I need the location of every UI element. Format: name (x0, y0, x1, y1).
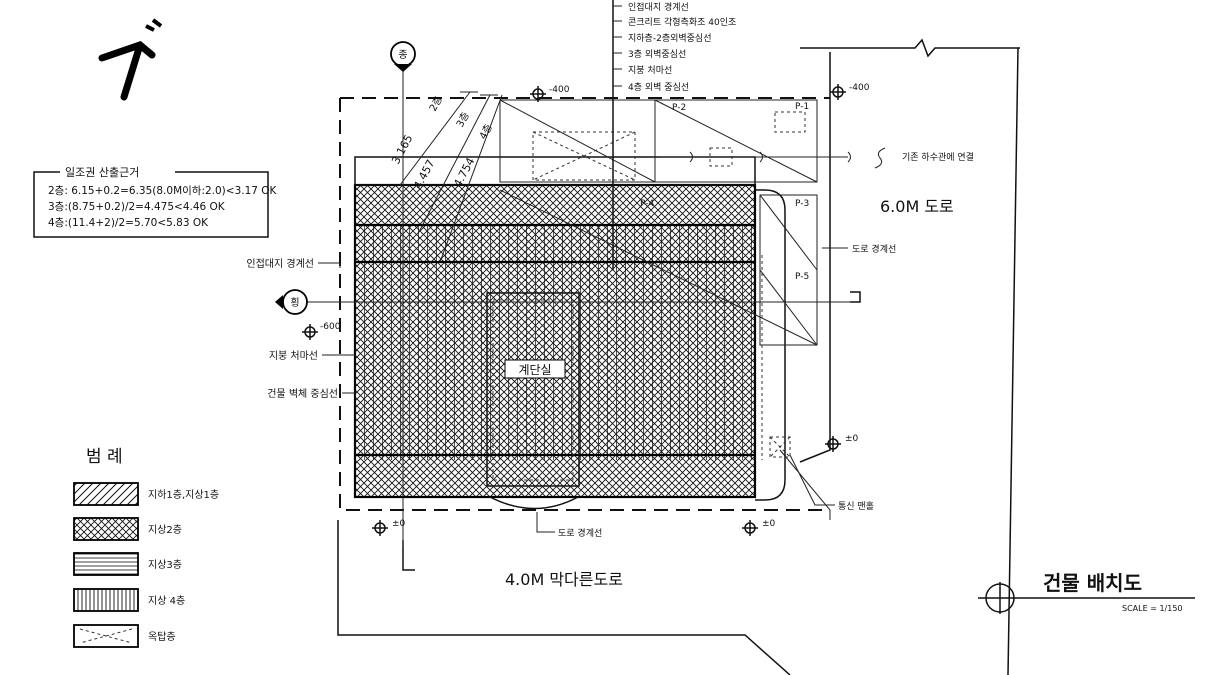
level-marker-icon: ±0 (372, 519, 406, 536)
level-label: ±0 (392, 519, 406, 529)
section-mark-left: 횡 (275, 289, 850, 315)
legend-item: 지상 4층 (73, 588, 185, 612)
legend-label: 지상 4층 (148, 595, 185, 607)
manhole-callout: 통신 맨홀 (838, 500, 874, 512)
left-callout-wall: 건물 벽체 중심선 (267, 388, 338, 400)
level-label: -400 (849, 83, 870, 93)
legend-swatch-diag (73, 482, 139, 506)
legend-item: 옥탑층 (73, 624, 176, 648)
site-boundary-lines (337, 38, 1020, 675)
pit-label: P-3 (795, 199, 809, 209)
left-callout-eaves: 지붕 처마선 (269, 350, 318, 362)
pit-label: P-4 (640, 199, 654, 209)
section-mark-label: 횡 (290, 297, 299, 309)
top-callout: 콘크리트 각형측화조 40인조 (628, 16, 736, 28)
setback-label-1: 3.165 (389, 132, 415, 166)
pit-label: P-5 (795, 272, 809, 282)
legend-item: 지상3층 (73, 552, 182, 576)
pit-label: P-2 (672, 103, 686, 113)
legend-swatch-cross (73, 517, 139, 541)
right-callouts: 기존 하수관에 연결 도로 경계선 통신 맨홀 (789, 152, 974, 512)
sunlight-line: 3층:(8.75+0.2)/2=4.475<4.46 OK (48, 201, 226, 213)
level-label: -600 (320, 322, 341, 332)
title-block: 건물 배치도 SCALE = 1/150 (978, 571, 1195, 614)
level-label: -400 (549, 85, 570, 95)
sunlight-line: 4층:(11.4+2)/2=5.70<5.83 OK (48, 217, 209, 229)
level-marker-icon: -600 (302, 322, 341, 340)
legend-title: 범 례 (86, 447, 123, 467)
level-label: ±0 (845, 434, 859, 444)
bottom-callout: 도로 경계선 (536, 512, 602, 539)
section-mark-label: 종 (398, 49, 407, 61)
top-callout: 지하층-2층외벽중심선 (628, 32, 712, 44)
legend-label: 옥탑층 (148, 631, 176, 643)
setback-floor-3: 3층 (454, 110, 472, 129)
sunlight-calc-box: 일조권 산출근거 2층: 6.15+0.2=6.35(8.0M이하:2.0)<3… (33, 165, 278, 238)
legend-xbox-mark (79, 628, 133, 644)
top-callout: 인접대지 경계선 (628, 1, 689, 13)
drawing-title: 건물 배치도 (1043, 571, 1142, 595)
top-callout: 3층 외벽중심선 (628, 48, 686, 60)
level-markers: -400 -400 -600 ±0 ±0 ±0 (302, 83, 870, 536)
north-arrow-icon (98, 18, 163, 101)
level-marker-icon: -400 (830, 83, 870, 100)
section-mark-top: 종 (390, 41, 416, 548)
top-callout-leader: 인접대지 경계선 콘크리트 각형측화조 40인조 지하층-2층외벽중심선 3층 … (612, 0, 736, 270)
bottom-road-boundary: 도로 경계선 (558, 527, 602, 539)
legend-label: 지상3층 (148, 559, 182, 571)
setback-floor-2: 2층 (427, 94, 445, 113)
building-footprint: 계단실 (353, 156, 786, 510)
road-boundary-callout: 도로 경계선 (852, 243, 896, 255)
east-road-label: 6.0M 도로 (880, 197, 954, 216)
setback-lines: 3.165 2층 4.457 3층 4.754 4층 (389, 91, 503, 263)
legend: 범 례 지하1층,지상1층 지상2층 지상3층 지상 4층 옥탑층 (73, 447, 219, 648)
legend-item: 지하1층,지상1층 (73, 482, 219, 506)
top-callout: 지붕 처마선 (628, 64, 672, 76)
drawing-scale: SCALE = 1/150 (1122, 604, 1183, 613)
top-callout: 4층 외벽 중심선 (628, 81, 689, 93)
core-label: 계단실 (518, 363, 551, 377)
level-marker-icon: ±0 (825, 434, 859, 452)
sunlight-title: 일조권 산출근거 (65, 165, 139, 179)
legend-label: 지하1층,지상1층 (148, 488, 219, 501)
legend-swatch-horizontal (73, 552, 139, 576)
pit-labels: P-2 P-1 P-3 P-4 P-5 (640, 102, 809, 282)
left-callout-boundary: 인접대지 경계선 (246, 257, 314, 270)
sewer-callout: 기존 하수관에 연결 (902, 152, 974, 163)
pit-label: P-1 (795, 102, 809, 112)
left-callouts: 인접대지 경계선 지붕 처마선 건물 벽체 중심선 (246, 257, 355, 400)
level-marker-icon: -400 (530, 85, 570, 102)
septic-tank-area (499, 99, 886, 460)
level-marker-icon: ±0 (742, 519, 776, 536)
level-label: ±0 (762, 519, 776, 529)
sunlight-line: 2층: 6.15+0.2=6.35(8.0M이하:2.0)<3.17 OK (48, 184, 278, 197)
setback-floor-4: 4층 (477, 122, 495, 141)
legend-label: 지상2층 (148, 524, 182, 536)
legend-swatch-vertical (73, 588, 139, 612)
legend-item: 지상2층 (73, 517, 182, 541)
south-road-label: 4.0M 막다른도로 (505, 570, 623, 589)
